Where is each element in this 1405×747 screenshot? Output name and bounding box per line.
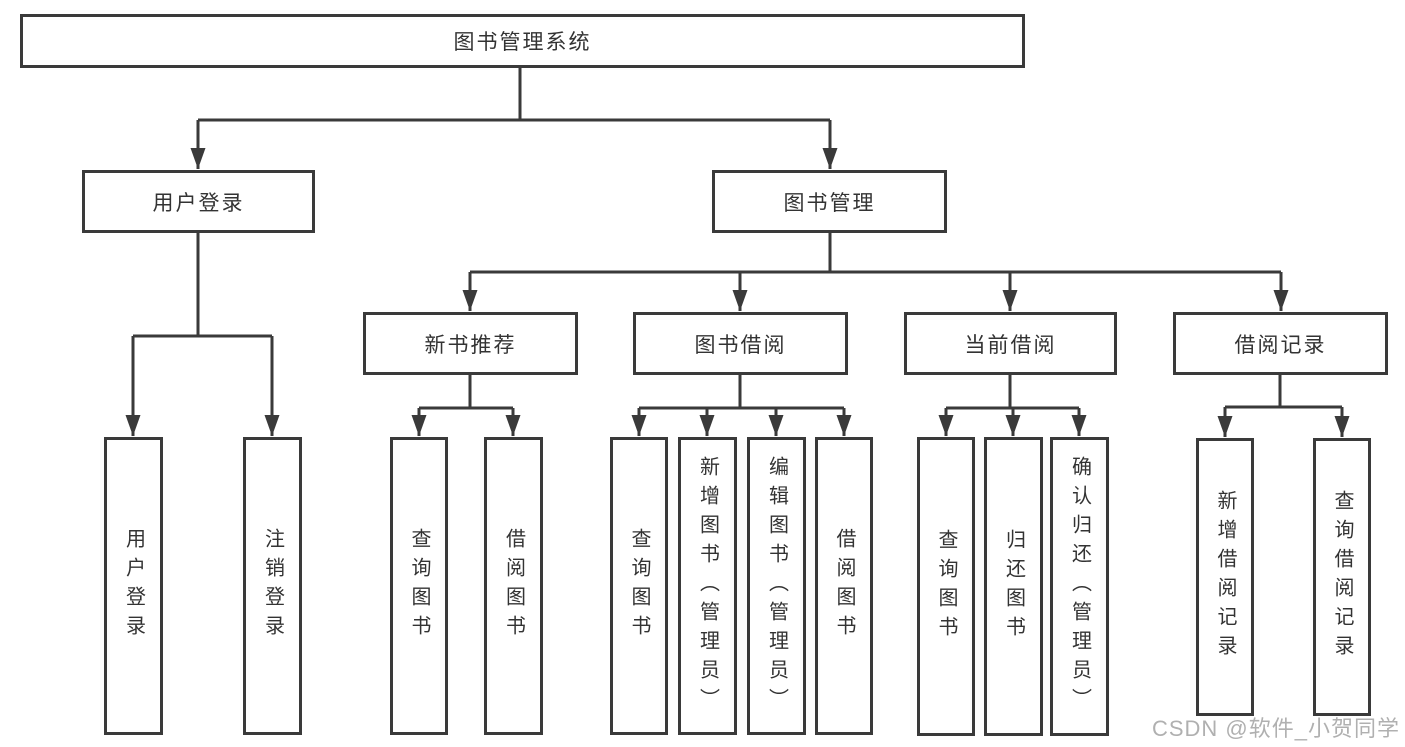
leaf-query-borrow-record: 查询借阅记录 xyxy=(1313,438,1371,716)
node-book-management: 图书管理 xyxy=(712,170,947,233)
leaf-query-book-borrowing: 查询图书 xyxy=(610,437,668,735)
leaf-return-book: 归还图书 xyxy=(984,437,1043,736)
leaf-query-book-recommend: 查询图书 xyxy=(390,437,448,735)
leaf-query-book-current: 查询图书 xyxy=(917,437,975,736)
node-new-book-recommend: 新书推荐 xyxy=(363,312,578,375)
leaf-borrow-book-recommend: 借阅图书 xyxy=(484,437,543,735)
node-user-login: 用户登录 xyxy=(82,170,315,233)
leaf-edit-book-admin: 编辑图书（管理员） xyxy=(747,437,806,735)
node-library-management-system: 图书管理系统 xyxy=(20,14,1025,68)
node-current-borrowing: 当前借阅 xyxy=(904,312,1117,375)
leaf-user-login: 用户登录 xyxy=(104,437,163,735)
node-book-borrowing: 图书借阅 xyxy=(633,312,848,375)
leaf-borrow-book: 借阅图书 xyxy=(815,437,873,735)
leaf-confirm-return-admin: 确认归还（管理员） xyxy=(1050,437,1109,736)
csdn-watermark: CSDN @软件_小贺同学 xyxy=(1151,716,1400,741)
leaf-add-borrow-record: 新增借阅记录 xyxy=(1196,438,1254,716)
node-borrowing-records: 借阅记录 xyxy=(1173,312,1388,375)
leaf-add-book-admin: 新增图书（管理员） xyxy=(678,437,737,735)
leaf-logout: 注销登录 xyxy=(243,437,302,735)
